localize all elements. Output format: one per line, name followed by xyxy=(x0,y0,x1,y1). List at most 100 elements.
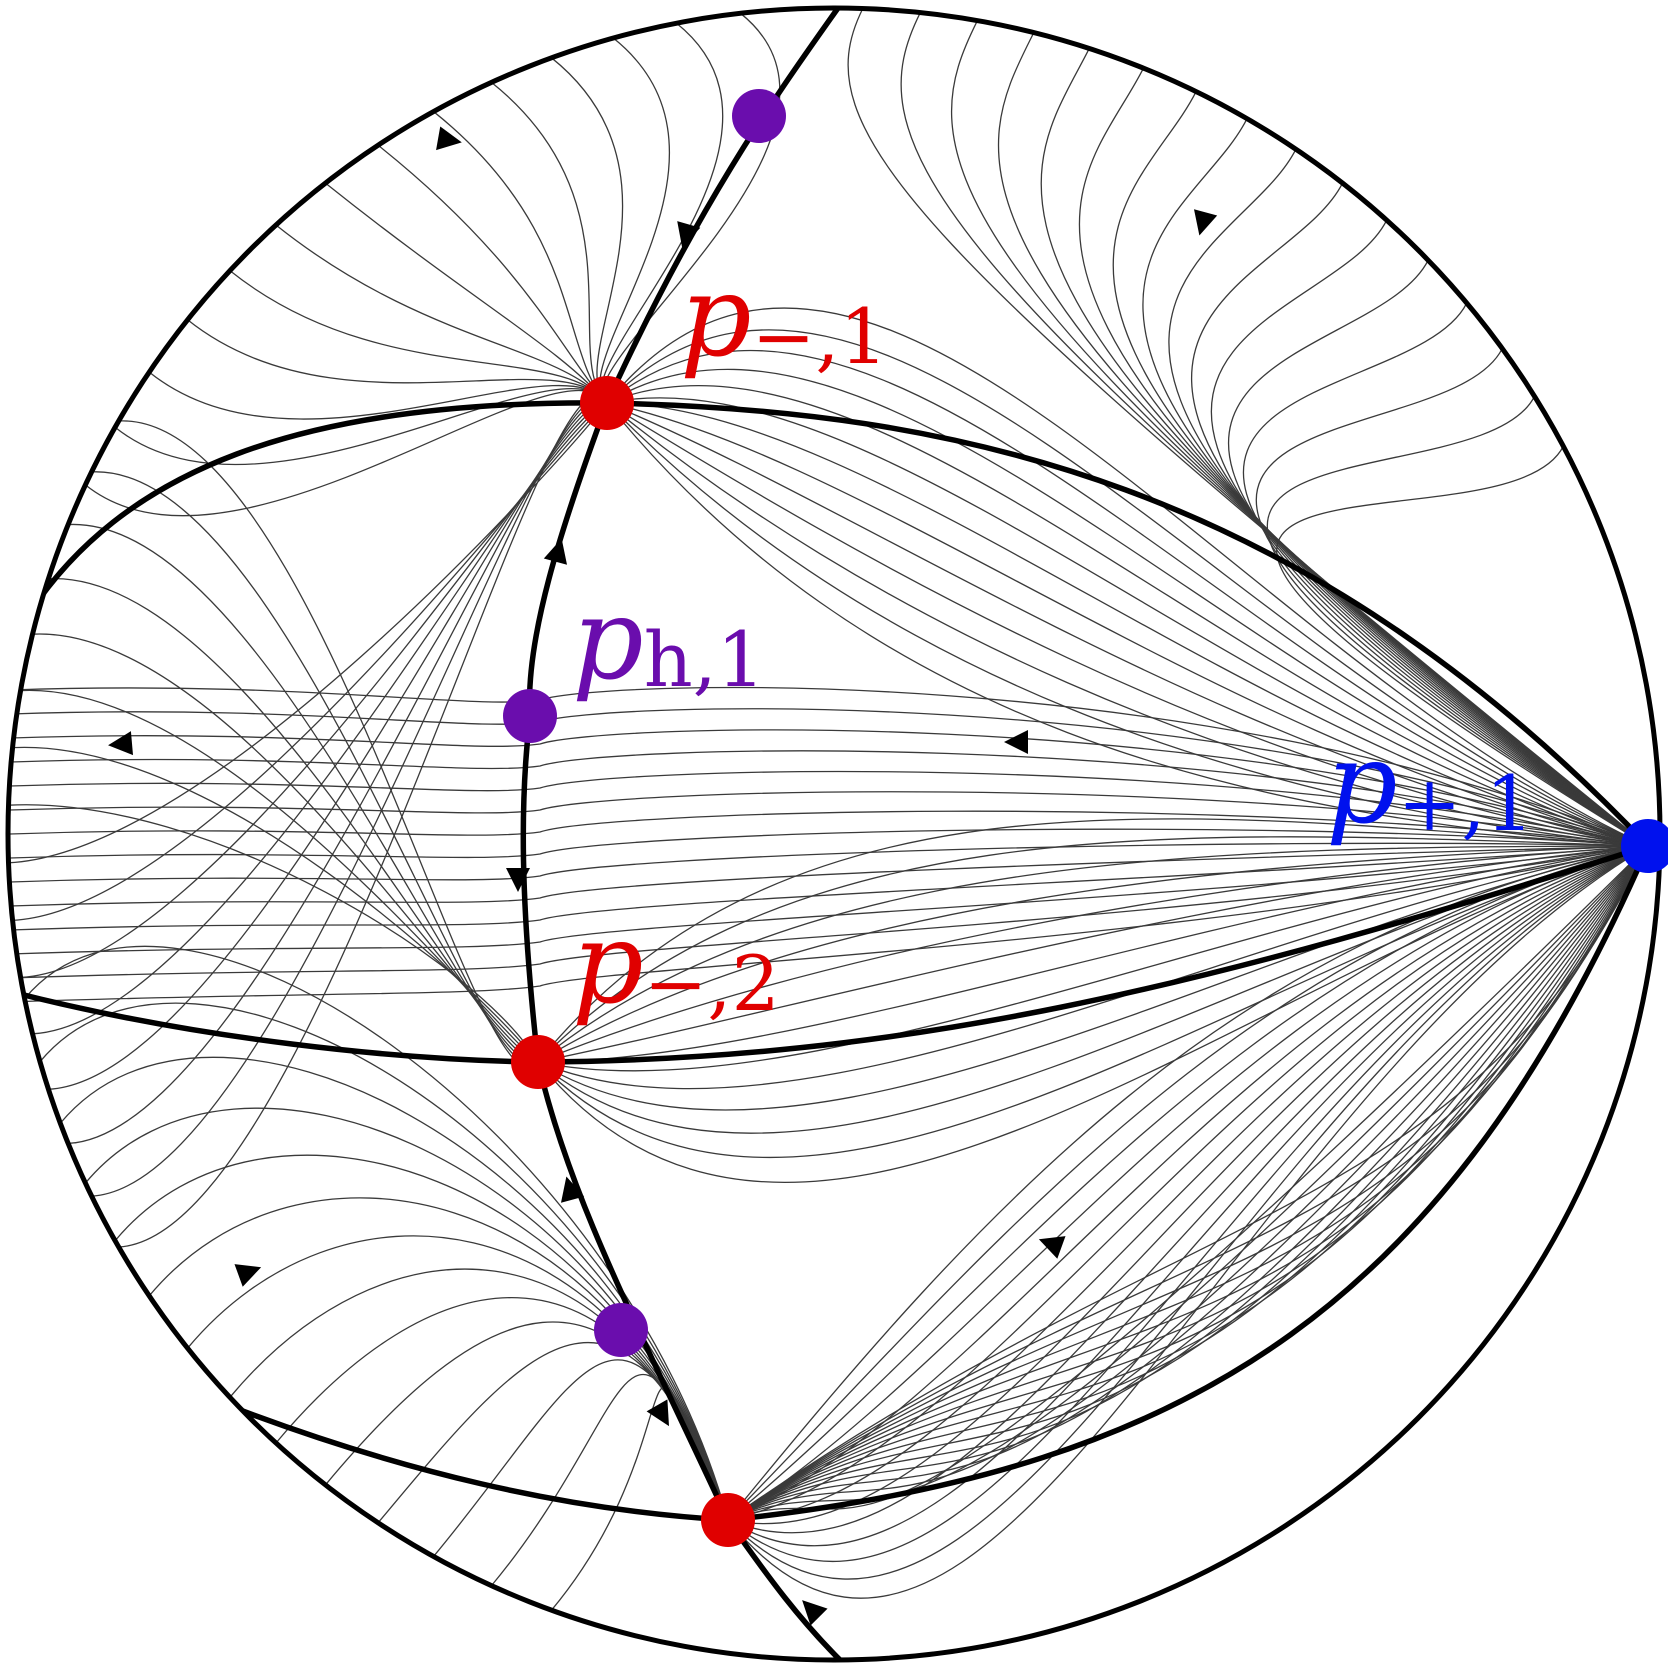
flow-line-fan-2 xyxy=(727,845,1649,1521)
flow-line-fan-0 xyxy=(606,402,1649,847)
flow-line-fan-0 xyxy=(606,402,1649,847)
flow-line-lower-right xyxy=(727,845,1649,1521)
flow-line-top-left xyxy=(377,144,608,404)
flow-line-top-right xyxy=(1142,118,1649,847)
flow-line-lower-left xyxy=(377,1341,729,1524)
arrow-flow-lower-right xyxy=(1038,1236,1066,1259)
flow-line-lower-left xyxy=(59,1056,729,1521)
flow-line-fan-2 xyxy=(727,845,1649,1534)
flow-line-fan-1 xyxy=(537,845,1649,1072)
saddle-point-bottom xyxy=(594,1303,648,1357)
flow-line-fan-0 xyxy=(606,402,1649,847)
label-p-minus-1: p−,1 xyxy=(680,252,888,382)
arrow-flow-lower-left xyxy=(234,1264,262,1287)
flow-line-fan-1 xyxy=(537,845,1649,1063)
arrow-up-lower-separatrix xyxy=(560,1176,585,1203)
flow-line-lower-right xyxy=(727,845,1649,1521)
flow-line-lower-right xyxy=(727,845,1649,1521)
flow-line-left xyxy=(8,804,539,1063)
flow-line-fan-0 xyxy=(606,384,1649,847)
flow-line-lower-right xyxy=(727,845,1649,1521)
arrow-down-lower-separatrix xyxy=(646,1399,669,1427)
flow-line-fan-1 xyxy=(537,845,1649,1063)
flow-line-left xyxy=(68,523,539,1064)
flow-line-fan-1 xyxy=(537,845,1649,1063)
flow-line-left xyxy=(48,402,608,1090)
flow-line-left xyxy=(12,746,539,1063)
flow-line-lower-right xyxy=(727,845,1649,1521)
flow-line-top-left xyxy=(148,371,608,420)
repeller-p-minus-1 xyxy=(580,376,634,430)
flow-line-lower-right xyxy=(727,845,1649,1521)
label-p-plus-1: p+,1 xyxy=(1326,719,1534,849)
flow-line-left xyxy=(118,394,608,1248)
flow-line-lower-left xyxy=(433,1359,729,1557)
flow-line-fan-2 xyxy=(727,845,1649,1599)
arrow-flow-middle-left xyxy=(108,731,134,756)
flow-line-fan-1 xyxy=(537,845,1649,1063)
flow-line-lower-left xyxy=(84,1107,729,1521)
flow-line-fan-0 xyxy=(606,397,1649,847)
attractor-p-plus-1 xyxy=(1621,819,1668,873)
separatrix-left-to-p-minus-2 xyxy=(9,989,541,1065)
flow-line-fan-2 xyxy=(727,845,1649,1521)
separatrix-lowerleft-to-p-minus-3 xyxy=(237,1407,731,1523)
flow-line-top-left xyxy=(491,81,608,404)
flow-line-fan-1 xyxy=(537,845,1649,1090)
flow-line-middle xyxy=(9,791,1649,847)
flow-line-fan-2 xyxy=(727,845,1649,1521)
arrow-flow-middle-right xyxy=(1004,730,1028,754)
flow-line-top-right xyxy=(1040,48,1649,847)
flow-line-lower-left xyxy=(490,1374,729,1587)
flow-line-middle xyxy=(9,845,1649,1003)
flow-line-left xyxy=(12,402,608,921)
separatrix-top-to-p-minus-1 xyxy=(604,8,841,406)
flow-line-middle xyxy=(9,686,1649,847)
repeller-bottom xyxy=(701,1493,755,1547)
flow-line-top-right xyxy=(1255,348,1649,847)
flow-line-middle xyxy=(9,828,1649,859)
flow-line-fan-1 xyxy=(537,845,1649,1063)
arrow-down-top-separatrix xyxy=(677,221,701,248)
separatrix-p-minus-2-to-p-minus-3 xyxy=(535,1059,731,1523)
separatrices xyxy=(9,8,1651,1660)
separatrix-p-minus-2-to-p-plus-1 xyxy=(535,843,1651,1065)
flow-line-top-left xyxy=(84,389,608,517)
flow-line-fan-1 xyxy=(537,836,1649,1063)
flow-line-lower-right xyxy=(727,845,1649,1521)
flow-line-lower-left xyxy=(550,1386,729,1611)
flow-line-fan-1 xyxy=(537,845,1649,1111)
flow-line-lower-right xyxy=(727,845,1649,1521)
flow-line-lower-left xyxy=(39,1002,729,1521)
flow-line-left xyxy=(48,578,539,1063)
flow-line-top-left xyxy=(114,387,608,466)
label-p-minus-2: p−,2 xyxy=(572,899,780,1029)
point-labels: p−,1 p−,2 ph,1 p+,1 xyxy=(572,252,1534,1029)
flow-line-middle xyxy=(9,845,1649,907)
flow-line-left xyxy=(91,398,608,1197)
flow-line-fan-0 xyxy=(606,307,1649,847)
flow-line-lower-right xyxy=(727,845,1649,1521)
arrow-up-middle-separatrix xyxy=(543,538,568,565)
flow-line-left xyxy=(32,402,608,1035)
flow-line-top-right xyxy=(1266,395,1649,847)
flow-line-left xyxy=(20,402,608,979)
flow-lines xyxy=(8,8,1649,1611)
separatrix-p-minus-1-to-p-plus-1 xyxy=(604,400,1651,849)
flow-line-fan-2 xyxy=(727,845,1649,1547)
flow-line-middle xyxy=(9,770,1649,847)
flow-line-left xyxy=(20,689,539,1063)
repeller-p-minus-2 xyxy=(511,1035,565,1089)
flow-line-fan-0 xyxy=(606,368,1649,847)
separatrix-left-to-p-minus-1 xyxy=(22,400,610,623)
flow-line-top-right xyxy=(1168,148,1649,847)
equilibrium-points xyxy=(503,89,1668,1547)
flow-line-left xyxy=(68,400,608,1145)
flow-line-lower-right xyxy=(727,845,1649,1521)
flow-line-fan-0 xyxy=(606,329,1649,847)
flow-line-left xyxy=(118,420,539,1068)
flow-line-top-right xyxy=(1276,445,1649,847)
arrow-flow-top-left xyxy=(436,126,462,151)
flow-line-lower-right xyxy=(727,845,1649,1521)
